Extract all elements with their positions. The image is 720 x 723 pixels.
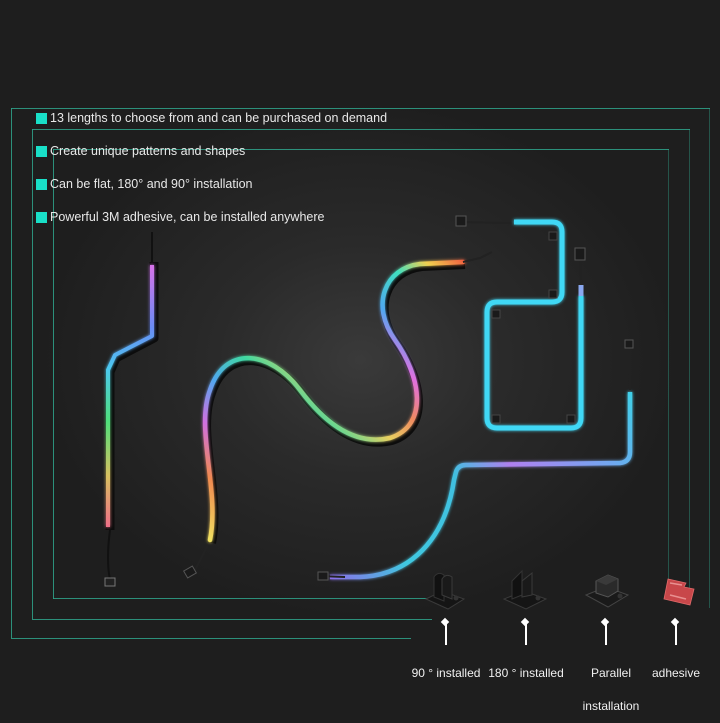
feature-item: Create unique patterns and shapes: [36, 143, 387, 159]
feature-text: 13 lengths to choose from and can be pur…: [50, 111, 388, 125]
teal-square-bullet-icon: [36, 112, 47, 124]
accessory-label: adhesive: [651, 666, 701, 680]
led-strip-wave: [182, 251, 493, 579]
arrow-up-icon: [605, 623, 607, 645]
adhesive-pad-icon: [646, 565, 706, 615]
feature-text: Can be flat, 180° and 90° installation: [50, 177, 253, 191]
parallel-clip-icon: [576, 565, 636, 615]
feature-text: Create unique patterns and shapes: [50, 144, 246, 158]
90-degree-clip-icon: [416, 565, 476, 615]
accessory-label: 90 ° installed: [411, 666, 481, 680]
feature-item: 13 lengths to choose from and can be pur…: [36, 110, 387, 126]
accessory-label: 180 ° installed: [488, 666, 564, 680]
arrow-up-icon: [525, 623, 527, 645]
led-strip-left: [104, 232, 159, 587]
feature-list: 13 lengths to choose from and can be pur…: [36, 110, 387, 242]
feature-item: Can be flat, 180° and 90° installation: [36, 176, 387, 192]
180-degree-clip-icon: [496, 565, 556, 615]
arrow-up-icon: [445, 623, 447, 645]
teal-square-bullet-icon: [36, 178, 47, 190]
feature-item: Powerful 3M adhesive, can be installed a…: [36, 209, 387, 225]
teal-square-bullet-icon: [36, 145, 47, 157]
led-strip-cyan-frame: [455, 215, 586, 431]
accessory-180-degree: 180 ° installed: [486, 565, 566, 690]
feature-text: Powerful 3M adhesive, can be installed a…: [50, 210, 325, 224]
led-strip-bottom: [317, 339, 634, 581]
arrow-up-icon: [675, 623, 677, 645]
accessory-90-degree: 90 ° installed: [406, 565, 486, 690]
teal-square-bullet-icon: [36, 211, 47, 223]
accessory-parallel: Parallel installation: [566, 565, 646, 723]
accessory-adhesive: adhesive: [636, 565, 716, 690]
accessory-label: Parallel installation: [582, 666, 640, 713]
